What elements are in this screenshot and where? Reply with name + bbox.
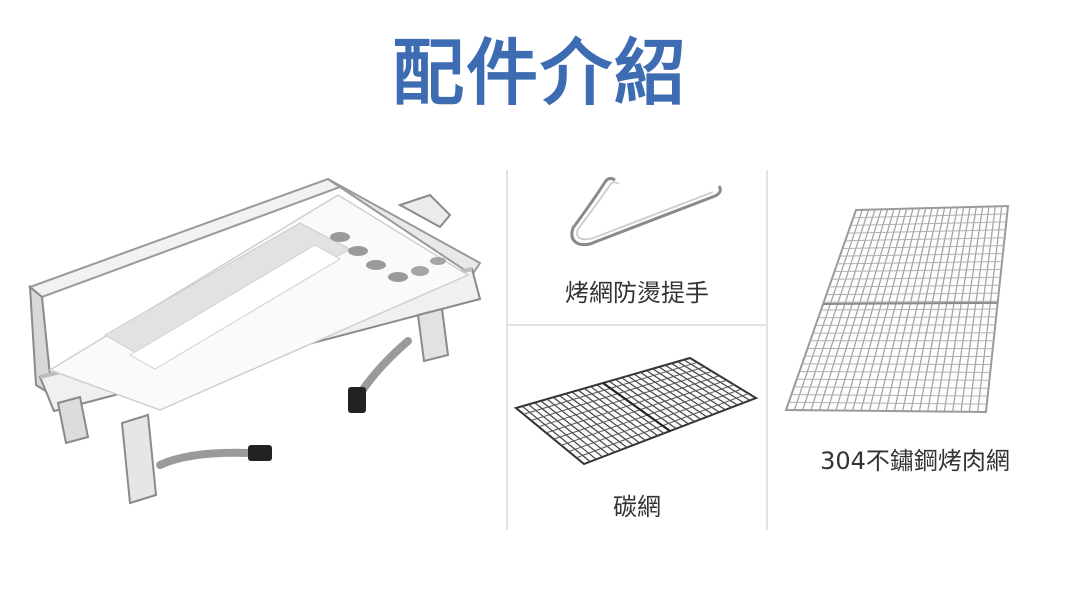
wire [546,398,616,453]
wire [552,396,622,451]
wire [823,301,998,305]
wire [540,400,609,456]
wire [646,369,714,416]
wire [577,389,646,441]
caption-grill-net: 304不鏽鋼烤肉網 [820,447,1010,475]
wire [831,276,1001,280]
wire [658,366,726,411]
wire [823,300,998,303]
wire [633,373,702,420]
wire [602,382,671,432]
grill-net-handle-image [570,176,722,247]
wire [794,386,989,389]
wire [559,395,628,448]
wire [571,391,640,444]
grill-net-grid [784,204,1010,414]
wire [847,229,1006,234]
wire [796,378,990,381]
wire [829,284,1000,288]
wire [639,371,708,418]
wire [615,378,683,427]
wire [534,402,603,458]
page-title: 配件介紹 [391,31,688,115]
divider-left [506,170,508,530]
wire [608,380,677,430]
wire [802,363,992,365]
wire [664,364,732,408]
stainless-steel-grill-image [28,177,482,505]
wire [671,362,738,406]
wire [791,394,988,397]
wire [834,268,1002,273]
divider-middle [508,324,766,326]
charcoal-net-image [513,356,759,466]
wire [839,253,1003,257]
wire [627,375,695,423]
wire [621,377,689,425]
divider-right [766,170,768,530]
wire [850,221,1007,226]
wire [596,384,665,434]
wire [842,245,1004,249]
wire [652,368,720,413]
wire [837,260,1003,265]
wire [788,401,987,405]
wire [521,405,591,463]
charcoal-net-grid [513,356,759,466]
wire [584,387,652,439]
wire [799,371,991,373]
wire [818,316,997,319]
wire [815,324,996,326]
wire [528,403,597,460]
grill-net-image [784,204,1010,414]
wire [590,386,659,437]
wire [677,361,745,404]
wire [820,308,998,311]
wire [853,213,1008,219]
wire [565,393,634,446]
wire [826,292,999,296]
wire [845,237,1005,242]
caption-handle: 烤網防燙提手 [565,279,709,307]
wire [683,359,751,401]
caption-charcoal-net: 碳網 [613,493,661,521]
